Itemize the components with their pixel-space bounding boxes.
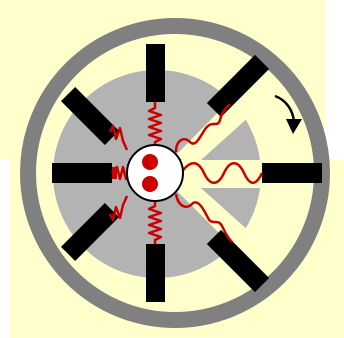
spoke-west (52, 163, 112, 183)
spoke-south (146, 244, 165, 302)
central-hub (127, 145, 183, 201)
spoke-north (146, 44, 165, 102)
spoke-east (262, 163, 322, 183)
particle-bottom (142, 176, 158, 192)
particle-top (142, 154, 158, 170)
spring-west-anchor (112, 167, 117, 179)
